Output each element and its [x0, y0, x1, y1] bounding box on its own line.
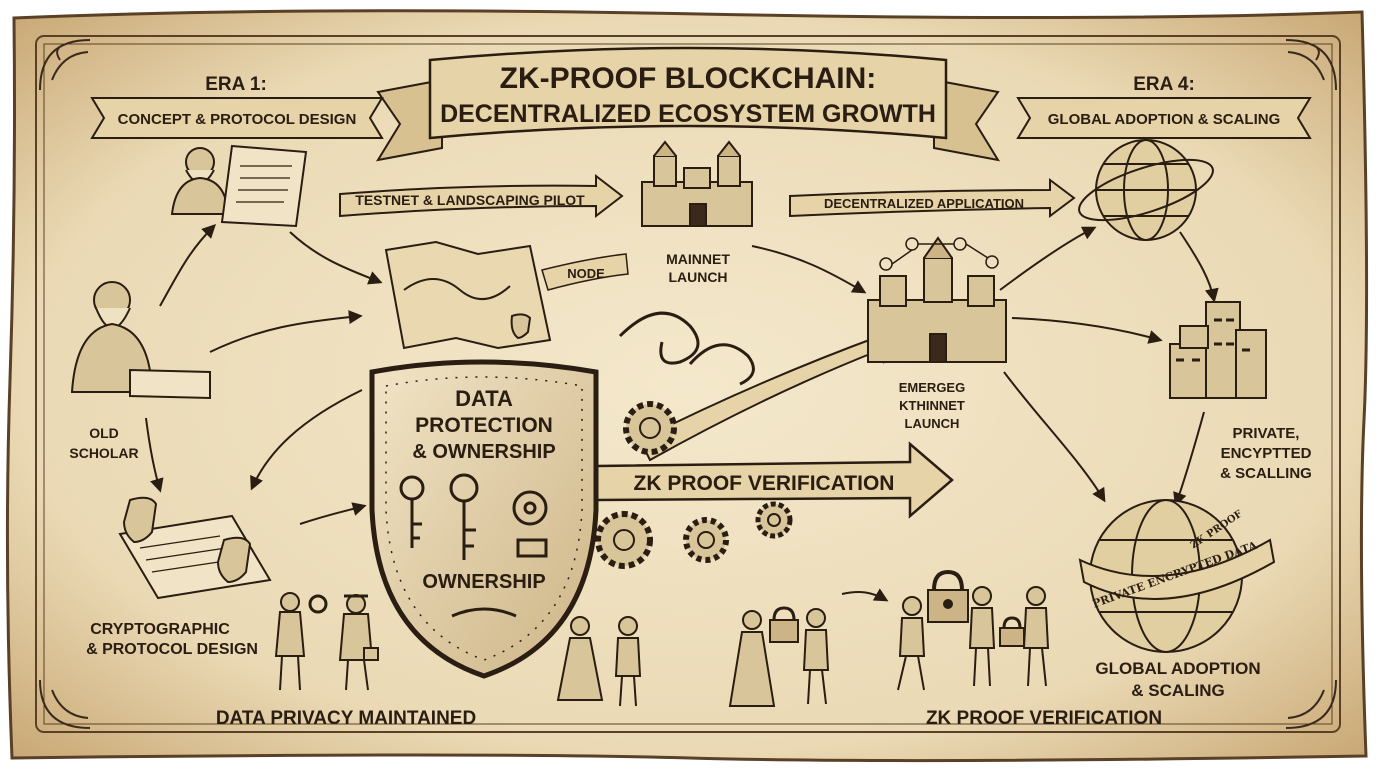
global-label-2: & SCALING: [1131, 681, 1225, 700]
emerge-label-3: LAUNCH: [905, 416, 960, 431]
node-label: NODE: [567, 266, 605, 281]
shield-line-1: DATA: [455, 386, 513, 411]
padlock-icons: [769, 569, 1025, 647]
people-icon: [274, 586, 1050, 707]
private-label-3: & SCALLING: [1220, 465, 1312, 482]
keys-icon: [399, 473, 548, 560]
padlock-icon: [769, 606, 799, 643]
crypto-scroll-icon: [118, 496, 272, 600]
title-line-2: DECENTRALIZED ECOSYSTEM GROWTH: [440, 100, 936, 128]
mainnet-label-2: LAUNCH: [668, 269, 727, 285]
mainnet-castle-icon: [641, 140, 753, 227]
person-man-2: [802, 608, 830, 705]
person-lady-1: [556, 616, 604, 701]
scholar-label-2: SCHOLAR: [69, 445, 138, 461]
scroll-icon: [220, 144, 308, 228]
person-inspector-left: [274, 592, 328, 691]
era-1-label: ERA 1:: [205, 74, 267, 95]
person-man-3: [897, 596, 926, 691]
title-banner: ZK-PROOF BLOCKCHAIN: DECENTRALIZED ECOSY…: [375, 46, 1001, 162]
shield-icon: DATA PROTECTION & OWNERSHIP OWNERSHIP: [369, 359, 599, 679]
scholar-label-1: OLD: [89, 425, 119, 441]
person-man-4: [968, 586, 996, 687]
private-label-1: PRIVATE,: [1233, 425, 1300, 442]
bottom-left-caption: DATA PRIVACY MAINTAINED: [216, 708, 476, 729]
padlock-icon: [999, 616, 1025, 647]
globe-bottom-icon: [1078, 499, 1276, 653]
crypto-label-2: & PROTOCOL DESIGN: [86, 641, 258, 658]
emerging-castle-icon: [867, 236, 1007, 363]
era-1-banner: ERA 1: CONCEPT & PROTOCOL DESIGN: [90, 74, 384, 139]
era-4-banner: ERA 4: GLOBAL ADOPTION & SCALING: [1016, 74, 1312, 139]
era-4-name: GLOBAL ADOPTION & SCALING: [1048, 111, 1281, 128]
padlock-icon: [927, 569, 969, 623]
era-4-label: ERA 4:: [1133, 74, 1195, 95]
map-icon: [384, 240, 552, 350]
testnet-path-label: TESTNET & LANDSCAPING PILOT: [355, 192, 585, 208]
node-ribbon: NODE: [541, 253, 629, 291]
scholar-icon: [170, 147, 230, 215]
city-icon: [1169, 301, 1267, 399]
emerge-label-2: KTHINNET: [899, 398, 965, 413]
person-lady-2: [728, 610, 776, 707]
old-scholar-icon: [70, 281, 211, 400]
emerge-label-1: EMERGEG: [899, 380, 965, 395]
testnet-path-ribbon: TESTNET & LANDSCAPING PILOT: [339, 173, 624, 219]
dapp-path-ribbon: DECENTRALIZED APPLICATION: [789, 178, 1076, 218]
person-man-1: [614, 616, 642, 707]
globe-top-icon: [1078, 139, 1214, 241]
shield-line-2: PROTECTION: [415, 414, 553, 437]
person-inspector-right: [338, 594, 379, 691]
shield-line-3: & OWNERSHIP: [412, 441, 555, 463]
global-label-1: GLOBAL ADOPTION: [1095, 659, 1260, 678]
era-1-name: CONCEPT & PROTOCOL DESIGN: [118, 111, 357, 128]
zk-arrow-label: ZK PROOF VERIFICATION: [634, 472, 895, 495]
title-line-1: ZK-PROOF BLOCKCHAIN:: [500, 62, 877, 95]
gears-icon: [595, 401, 793, 569]
bottom-right-caption: ZK PROOF VERIFICATION: [926, 708, 1162, 729]
crypto-label-1: CRYPTOGRAPHIC: [90, 621, 230, 638]
shield-line-4: OWNERSHIP: [422, 571, 545, 593]
mainnet-label-1: MAINNET: [666, 251, 730, 267]
private-label-2: ENCYPTTED: [1221, 445, 1312, 462]
zk-verification-arrow: ZK PROOF VERIFICATION: [594, 441, 954, 519]
flow-ribbons: [145, 224, 1219, 602]
dapp-path-label: DECENTRALIZED APPLICATION: [824, 196, 1024, 211]
corner-flourish-icons: [39, 39, 1337, 729]
